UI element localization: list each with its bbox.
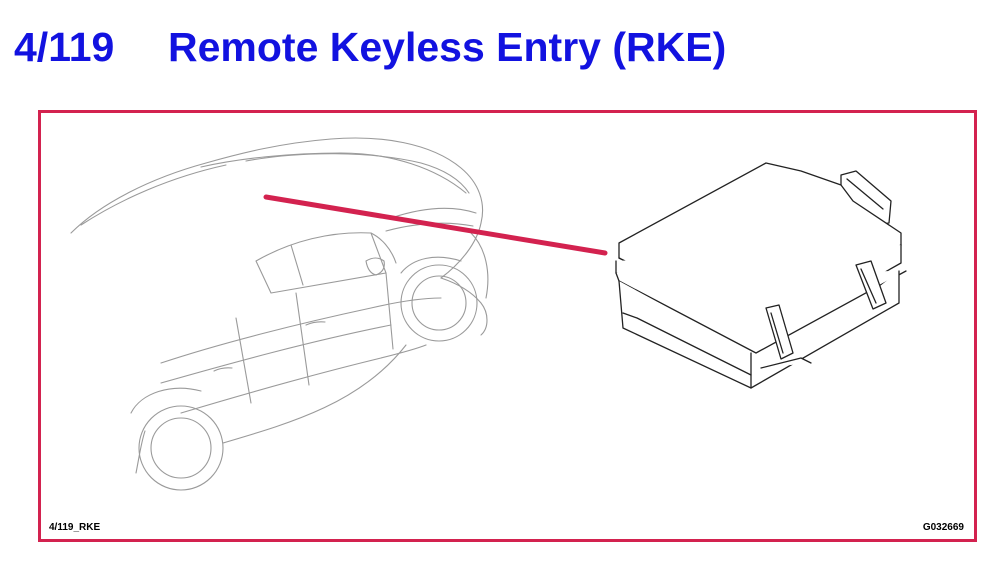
figure-frame: 4/119_RKE G032669 xyxy=(38,110,977,542)
rke-module-illustration xyxy=(615,162,907,389)
callout-line xyxy=(263,194,608,256)
page-title: 4/119 Remote Keyless Entry (RKE) xyxy=(14,22,726,72)
figure-id: G032669 xyxy=(922,522,964,533)
section-code: 4/119 xyxy=(14,24,115,70)
figure-label: 4/119_RKE xyxy=(49,522,101,533)
figure-drawing xyxy=(70,137,907,491)
section-title: Remote Keyless Entry (RKE) xyxy=(168,24,727,70)
car-illustration xyxy=(70,137,489,491)
